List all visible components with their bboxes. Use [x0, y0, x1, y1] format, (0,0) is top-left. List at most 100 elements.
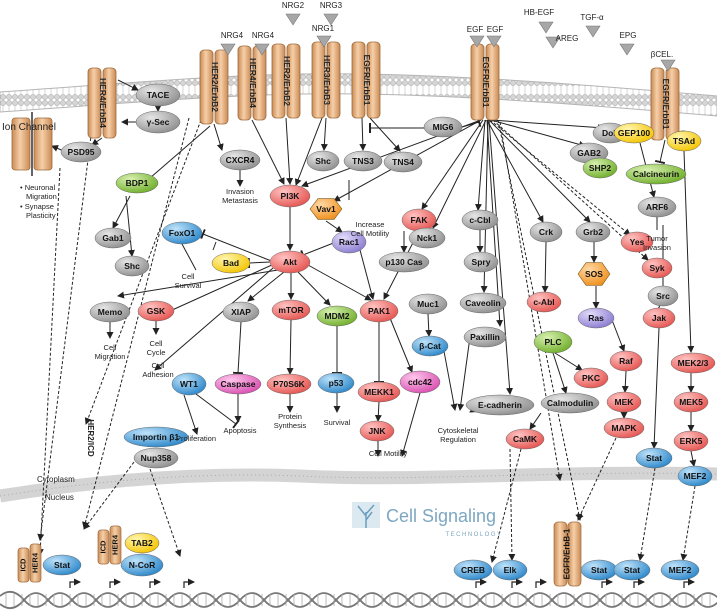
protein-p70s6k[interactable]: P70S6K — [266, 373, 312, 395]
protein-cxcr4[interactable]: CXCR4 — [219, 149, 261, 171]
svg-text:Crk: Crk — [539, 227, 553, 237]
protein-e-cadherin[interactable]: E-cadherin — [465, 394, 535, 416]
protein-akt[interactable]: Akt — [269, 250, 311, 274]
protein-sos[interactable]: SOS — [577, 262, 611, 286]
protein-c-abl[interactable]: c-Abl — [526, 291, 562, 313]
protein-mdm2[interactable]: MDM2 — [316, 305, 358, 327]
protein-pi3k[interactable]: PI3K — [269, 184, 311, 208]
protein-stat[interactable]: Stat — [635, 447, 673, 469]
protein-psd95[interactable]: PSD95 — [60, 141, 102, 163]
protein-mtor[interactable]: mTOR — [271, 299, 311, 321]
protein-p130-cas[interactable]: p130 Cas — [378, 251, 430, 273]
protein-src[interactable]: Src — [647, 285, 679, 307]
protein-gab1[interactable]: Gab1 — [94, 227, 132, 249]
protein-plc[interactable]: PLC — [533, 330, 573, 354]
protein-nup358[interactable]: Nup358 — [133, 447, 179, 469]
protein-fak[interactable]: FAK — [401, 208, 437, 232]
protein-calmodulin[interactable]: Calmodulin — [540, 392, 600, 414]
protein-tns3[interactable]: TNS3 — [343, 150, 383, 172]
protein-grb2[interactable]: Grb2 — [575, 221, 611, 243]
receptor-her2-erbb2-r2[interactable]: HER2/ErbB2 — [199, 49, 229, 125]
protein-syk[interactable]: Syk — [641, 257, 673, 279]
protein-tace[interactable]: TACE — [135, 83, 181, 107]
protein-stat[interactable]: Stat — [42, 554, 82, 576]
protein-caveolin[interactable]: Caveolin — [459, 292, 507, 314]
protein-bdp1[interactable]: BDP1 — [115, 172, 159, 194]
protein-tab2[interactable]: TAB2 — [124, 532, 160, 554]
protein-cdc42[interactable]: cdc42 — [399, 370, 441, 394]
protein-creb[interactable]: CREB — [453, 559, 493, 581]
protein-mek5[interactable]: MEK5 — [673, 391, 709, 413]
pathway-edge — [91, 137, 103, 146]
protein-c-cbl[interactable]: c-Cbl — [461, 209, 499, 231]
protein-mef2[interactable]: MEF2 — [677, 465, 713, 487]
svg-text:cdc42: cdc42 — [408, 377, 432, 387]
protein-shc[interactable]: Shc — [114, 255, 150, 277]
protein-erk5[interactable]: ERK5 — [673, 430, 709, 452]
protein-tns4[interactable]: TNS4 — [383, 151, 423, 173]
protein-gsk[interactable]: GSK — [137, 300, 175, 322]
protein-raf[interactable]: Raf — [609, 350, 643, 372]
protein-mek[interactable]: MEK — [606, 391, 642, 413]
protein-sec[interactable]: γ-Sec — [135, 110, 181, 134]
receptor-egfr-erbb1-r8[interactable]: EGFR/ErbB1 — [650, 67, 680, 141]
svg-text:GAB2: GAB2 — [577, 148, 601, 158]
protein-calcineurin[interactable]: Calcineurin — [625, 163, 687, 185]
protein-crk[interactable]: Crk — [529, 221, 563, 243]
protein-memo[interactable]: Memo — [89, 301, 131, 323]
protein-nck1[interactable]: Nck1 — [408, 227, 446, 249]
receptor-her4-erbb4-r3[interactable]: HER4/ErbB4 — [237, 45, 267, 121]
protein-stat[interactable]: Stat — [613, 559, 651, 581]
protein-camk[interactable]: CaMK — [505, 428, 545, 450]
svg-text:P70S6K: P70S6K — [273, 379, 306, 389]
protein-shc[interactable]: Shc — [306, 150, 340, 172]
protein-tsad[interactable]: TSAd — [666, 130, 702, 152]
protein-rac1[interactable]: Rac1 — [331, 230, 367, 254]
label-her2-icd: HER2/ICD — [86, 419, 95, 457]
protein-jnk[interactable]: JNK — [359, 420, 395, 442]
protein-pak1[interactable]: PAK1 — [359, 299, 399, 323]
protein-muc1[interactable]: Muc1 — [408, 293, 448, 315]
protein-wt1[interactable]: WT1 — [171, 372, 207, 396]
protein-stat[interactable]: Stat — [580, 559, 618, 581]
protein-xiap[interactable]: XIAP — [222, 301, 260, 323]
protein-jak[interactable]: Jak — [642, 307, 676, 329]
protein-mek2-3[interactable]: MEK2/3 — [670, 352, 716, 374]
protein-spry[interactable]: Spry — [463, 251, 499, 273]
protein-importin-1[interactable]: Importin β1 — [123, 426, 189, 448]
protein-cat[interactable]: β-Cat — [411, 335, 449, 357]
protein-shp2[interactable]: SHP2 — [582, 157, 618, 179]
protein-mef2[interactable]: MEF2 — [660, 559, 700, 581]
protein-foxo1[interactable]: FoxO1 — [161, 221, 203, 245]
label-plasticity: Plasticity — [26, 211, 56, 220]
pathway-edge — [490, 119, 605, 132]
label-survival: Survival — [324, 418, 351, 427]
nuclear-membrane-pores — [0, 472, 717, 497]
protein-caspase[interactable]: Caspase — [214, 373, 262, 395]
protein-p53[interactable]: p53 — [317, 372, 355, 394]
receptor-egfr-erbb1-r6[interactable]: EGFR/ErbB1 — [351, 41, 381, 119]
protein-mapk[interactable]: MAPK — [603, 417, 645, 439]
protein-elk[interactable]: Elk — [492, 559, 528, 581]
receptor-her2-erbb2-r4[interactable]: HER2/ErbB2 — [271, 43, 301, 119]
protein-mekk1[interactable]: MEKK1 — [357, 381, 401, 403]
receptor-egfr-erbb1-r7[interactable]: EGFR/ErbB1 — [470, 43, 500, 121]
protein-mig6[interactable]: MIG6 — [423, 116, 463, 138]
receptor-her3-erbb3-r5[interactable]: HER3/ErbB3 — [311, 41, 341, 119]
protein-arf6[interactable]: ARF6 — [637, 196, 677, 218]
protein-paxillin[interactable]: Paxillin — [463, 326, 507, 348]
label-cell-motility2: Cell Motility — [369, 449, 408, 458]
nuclear-egfr[interactable]: EGFR/ErbB-1 — [553, 521, 582, 587]
protein-n-cor[interactable]: N-CoR — [120, 553, 164, 577]
protein-gep100[interactable]: GEP100 — [613, 122, 655, 144]
protein-ras[interactable]: Ras — [577, 307, 615, 329]
protein-vav1[interactable]: Vav1 — [309, 198, 343, 220]
protein-yes[interactable]: Yes — [620, 231, 654, 253]
receptor-her4-erbb4-r1[interactable]: HER4/ErbB4 — [87, 67, 117, 139]
protein-pkc[interactable]: PKC — [573, 367, 609, 389]
protein-bad[interactable]: Bad — [211, 252, 251, 274]
pathway-edge — [490, 119, 586, 148]
svg-text:SHP2: SHP2 — [589, 163, 611, 173]
